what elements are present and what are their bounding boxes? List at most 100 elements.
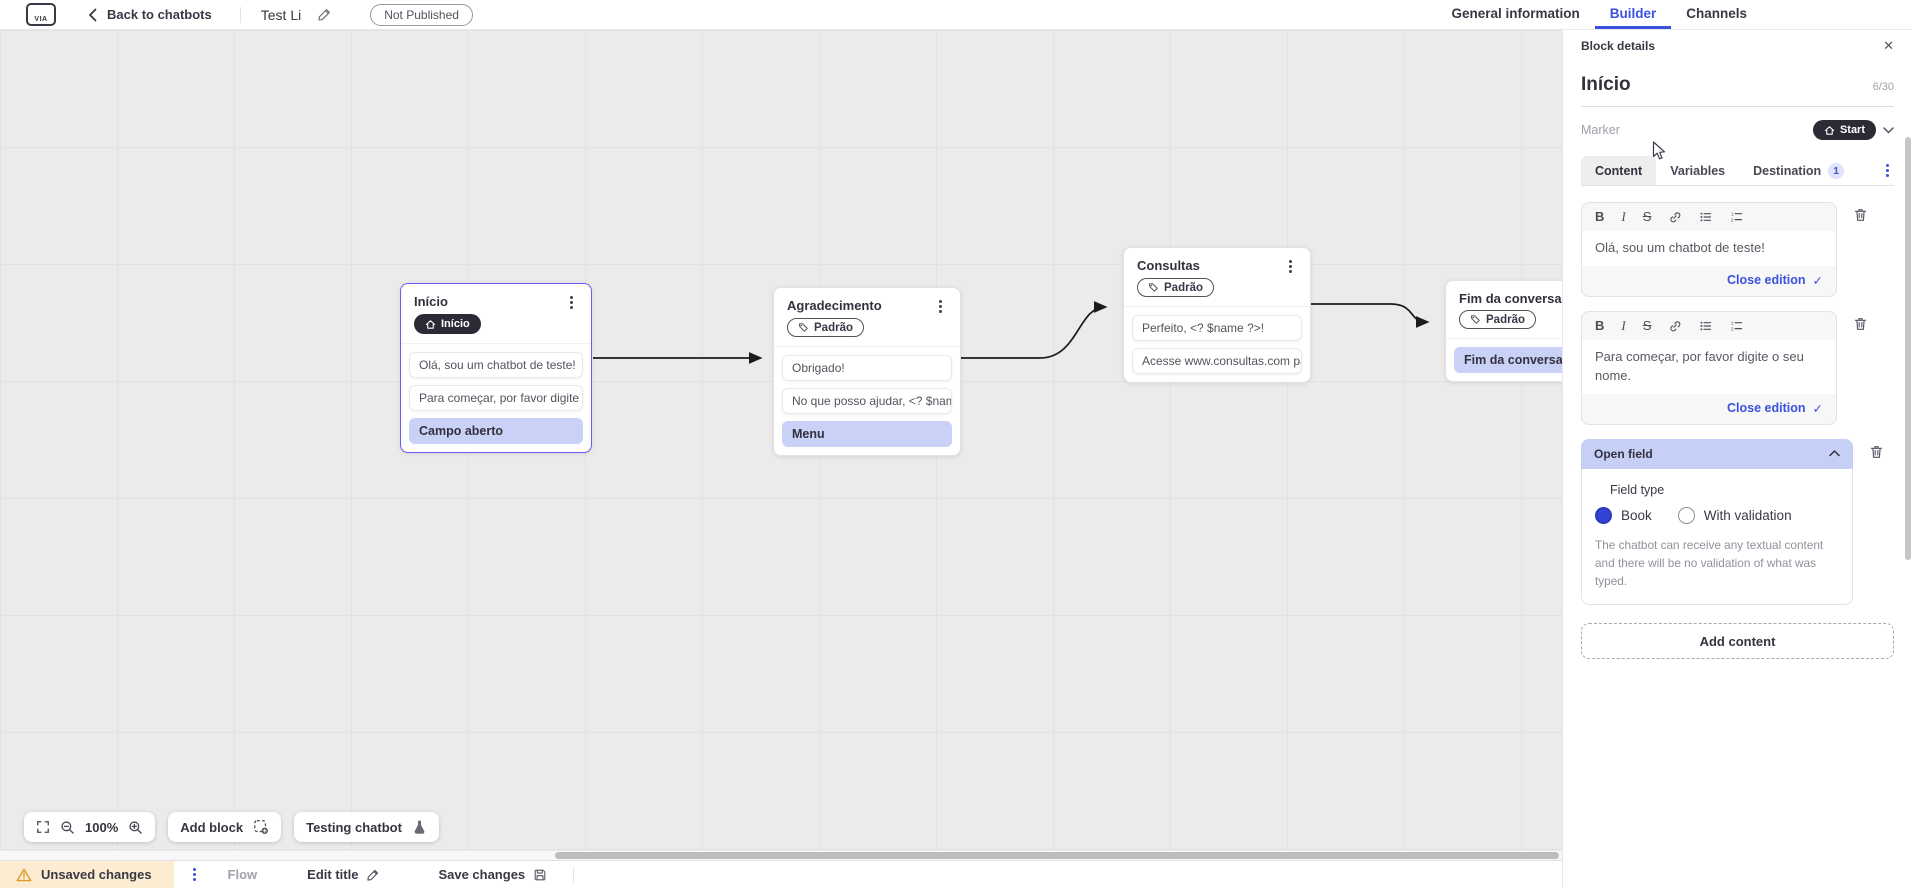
bullet-list-icon[interactable] (1699, 319, 1713, 333)
zoom-in-icon[interactable] (128, 820, 143, 835)
node-title: Início (414, 294, 448, 309)
tab-label: Content (1595, 163, 1643, 178)
flow-button[interactable]: Flow (227, 867, 258, 882)
block-name-field[interactable]: Início 6/30 (1581, 74, 1894, 107)
back-to-chatbots-button[interactable]: Back to chatbots (88, 7, 212, 22)
flow-node-consultas[interactable]: Consultas Padrão Perfeito, <? $name ?>! … (1123, 247, 1311, 383)
radio-option-book[interactable]: Book (1595, 506, 1652, 524)
bold-icon[interactable]: B (1595, 317, 1605, 333)
chevron-down-icon[interactable] (1883, 126, 1894, 134)
close-edition-button[interactable]: Close edition ✓ (1582, 394, 1836, 424)
tab-destination[interactable]: Destination 1 (1739, 156, 1858, 185)
node-title: Consultas (1137, 258, 1200, 273)
panel-tabs-menu-icon[interactable] (1880, 163, 1894, 179)
topbar-left: VIA Back to chatbots Test Li Not Publish… (0, 0, 473, 29)
topbar-divider (239, 6, 241, 23)
flow-node-agradecimento[interactable]: Agradecimento Padrão Obrigado! No que po… (773, 287, 961, 456)
app-logo-icon[interactable]: VIA (26, 3, 56, 26)
edit-title-pencil-icon[interactable] (317, 7, 332, 22)
horizontal-scrollbar-thumb[interactable] (555, 852, 1559, 859)
home-icon (425, 319, 436, 330)
tag-icon (1148, 282, 1159, 293)
editor-text-area[interactable]: Para começar, por favor digite o seu nom… (1582, 339, 1836, 394)
edit-title-button[interactable]: Edit title (307, 867, 380, 882)
tab-content[interactable]: Content (1581, 156, 1657, 185)
delete-open-field-icon[interactable] (1869, 444, 1884, 460)
open-field-card: Open field Field type Book (1581, 438, 1853, 606)
bottom-bar: Unsaved changes Flow Edit title Save cha… (0, 860, 1562, 888)
close-edition-button[interactable]: Close edition ✓ (1582, 266, 1836, 296)
delete-content-icon[interactable] (1853, 316, 1868, 332)
bottombar-menu-icon[interactable] (188, 867, 202, 883)
radio-label: With validation (1703, 507, 1792, 523)
node-menu-icon[interactable] (933, 298, 947, 314)
tab-general-information[interactable]: General information (1451, 5, 1580, 21)
node-message[interactable]: Para começar, por favor digite o ... (409, 385, 583, 411)
node-message[interactable]: Olá, sou um chatbot de teste! (409, 352, 583, 378)
tab-label: Variables (1670, 163, 1726, 178)
node-action-end[interactable]: Fim da conversa (1454, 347, 1562, 373)
radio-label: Book (1621, 507, 1652, 523)
editor-text-area[interactable]: Olá, sou um chatbot de teste! (1582, 231, 1836, 266)
tab-channels[interactable]: Channels (1686, 5, 1747, 21)
flow-node-inicio[interactable]: Início Início Olá, sou um chatbot de tes… (400, 283, 592, 453)
chevron-left-icon (88, 8, 97, 22)
node-action-menu[interactable]: Menu (782, 421, 952, 447)
flow-canvas[interactable]: Início Início Olá, sou um chatbot de tes… (0, 30, 1562, 860)
node-message[interactable]: Obrigado! (782, 355, 952, 381)
field-type-helper-text: The chatbot can receive any textual cont… (1595, 537, 1824, 589)
node-message[interactable]: Perfeito, <? $name ?>! (1132, 315, 1302, 341)
chevron-up-icon (1829, 450, 1840, 457)
flow-node-fim-da-conversa[interactable]: Fim da conversa Padrão Fim da conversa (1445, 280, 1562, 382)
italic-icon[interactable]: I (1621, 317, 1626, 333)
zoom-level: 100% (85, 819, 119, 835)
radio-unselected-icon[interactable] (1677, 506, 1695, 524)
panel-tabs: Content Variables Destination 1 (1581, 156, 1894, 186)
fullscreen-icon[interactable] (36, 820, 50, 834)
add-block-icon (253, 819, 269, 835)
bullet-list-icon[interactable] (1699, 210, 1713, 224)
node-menu-icon[interactable] (564, 294, 578, 310)
chatbot-title[interactable]: Test Li (260, 6, 302, 23)
italic-icon[interactable]: I (1621, 209, 1626, 224)
radio-option-with-validation[interactable]: With validation (1677, 506, 1792, 524)
radio-selected-icon[interactable] (1595, 506, 1612, 524)
unsaved-changes-status: Unsaved changes (0, 861, 174, 888)
edit-title-label: Edit title (307, 867, 359, 882)
panel-scrollbar-thumb[interactable] (1905, 137, 1911, 560)
tab-variables[interactable]: Variables (1656, 156, 1739, 185)
node-message[interactable]: No que posso ajudar, <? $name ... (782, 388, 952, 414)
add-content-button[interactable]: Add content (1581, 623, 1894, 660)
bold-icon[interactable]: B (1595, 209, 1605, 224)
zoom-out-icon[interactable] (60, 820, 75, 835)
strikethrough-icon[interactable]: S (1642, 209, 1652, 224)
add-block-button[interactable]: Add block (168, 812, 282, 842)
open-field-header[interactable]: Open field (1581, 438, 1853, 469)
link-icon[interactable] (1668, 210, 1682, 224)
save-changes-button[interactable]: Save changes (438, 867, 547, 882)
testing-chatbot-button[interactable]: Testing chatbot (294, 812, 439, 842)
tab-label: Destination (1753, 163, 1822, 178)
delete-content-icon[interactable] (1853, 207, 1868, 223)
open-field-row: Open field Field type Book (1581, 438, 1894, 606)
close-icon[interactable]: ✕ (1883, 38, 1894, 53)
node-action-open-field[interactable]: Campo aberto (409, 418, 583, 444)
node-menu-icon[interactable] (1283, 258, 1297, 274)
start-marker-pill: Início (414, 314, 481, 334)
pill-label: Início (441, 318, 470, 330)
marker-start-pill[interactable]: Start (1812, 120, 1876, 140)
svg-text:2: 2 (1731, 326, 1734, 332)
link-icon[interactable] (1668, 319, 1682, 333)
tab-builder[interactable]: Builder (1594, 0, 1672, 29)
strikethrough-icon[interactable]: S (1642, 317, 1652, 333)
svg-text:1: 1 (1731, 320, 1734, 326)
save-icon (533, 868, 547, 882)
node-message[interactable]: Acesse www.consultas.com par... (1132, 348, 1302, 374)
